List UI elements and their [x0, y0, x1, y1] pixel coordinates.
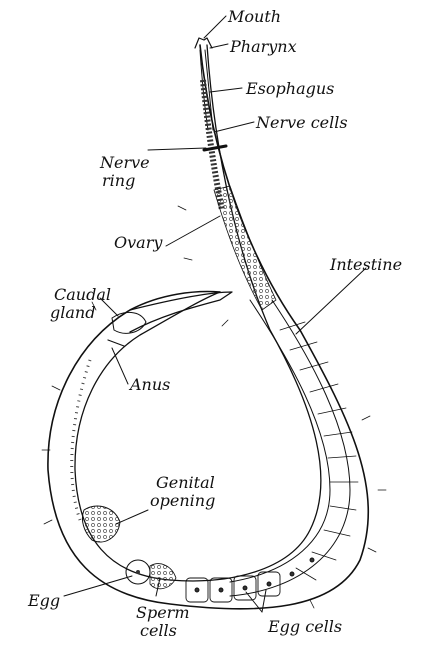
label-nerve-ring-line2: ring [102, 171, 135, 190]
ovary-region [214, 186, 276, 310]
intestine-tract [230, 300, 350, 596]
label-sperm-cells-line2: cells [140, 621, 177, 640]
label-mouth: Mouth [227, 7, 281, 26]
label-nerve-cells: Nerve cells [255, 113, 348, 132]
genital-opening [82, 506, 120, 542]
label-genital-opening-line1: Genital [156, 473, 215, 492]
label-ovary: Ovary [114, 233, 163, 252]
label-caudal-gland-line1: Caudal [54, 285, 111, 304]
egg-nucleus [136, 570, 140, 574]
gut-stipple [72, 360, 90, 520]
head-tip [195, 38, 212, 48]
egg-cell-row [186, 558, 314, 602]
anus-opening [108, 340, 124, 346]
nerve-ring-band [204, 146, 226, 150]
label-sperm-cells-line1: Sperm [136, 603, 190, 622]
label-pharynx: Pharynx [229, 37, 297, 56]
label-egg: Egg [27, 591, 60, 610]
sperm-cell-cluster [150, 564, 176, 589]
label-esophagus: Esophagus [245, 79, 334, 98]
label-intestine: Intestine [329, 255, 402, 274]
label-caudal-gland-line2: gland [50, 303, 95, 322]
label-genital-opening-line2: opening [150, 491, 215, 510]
label-anus: Anus [128, 375, 170, 394]
label-nerve-ring-line1: Nerve [99, 153, 150, 172]
intestine-cells [280, 322, 358, 580]
label-egg-cells: Egg cells [267, 617, 342, 636]
